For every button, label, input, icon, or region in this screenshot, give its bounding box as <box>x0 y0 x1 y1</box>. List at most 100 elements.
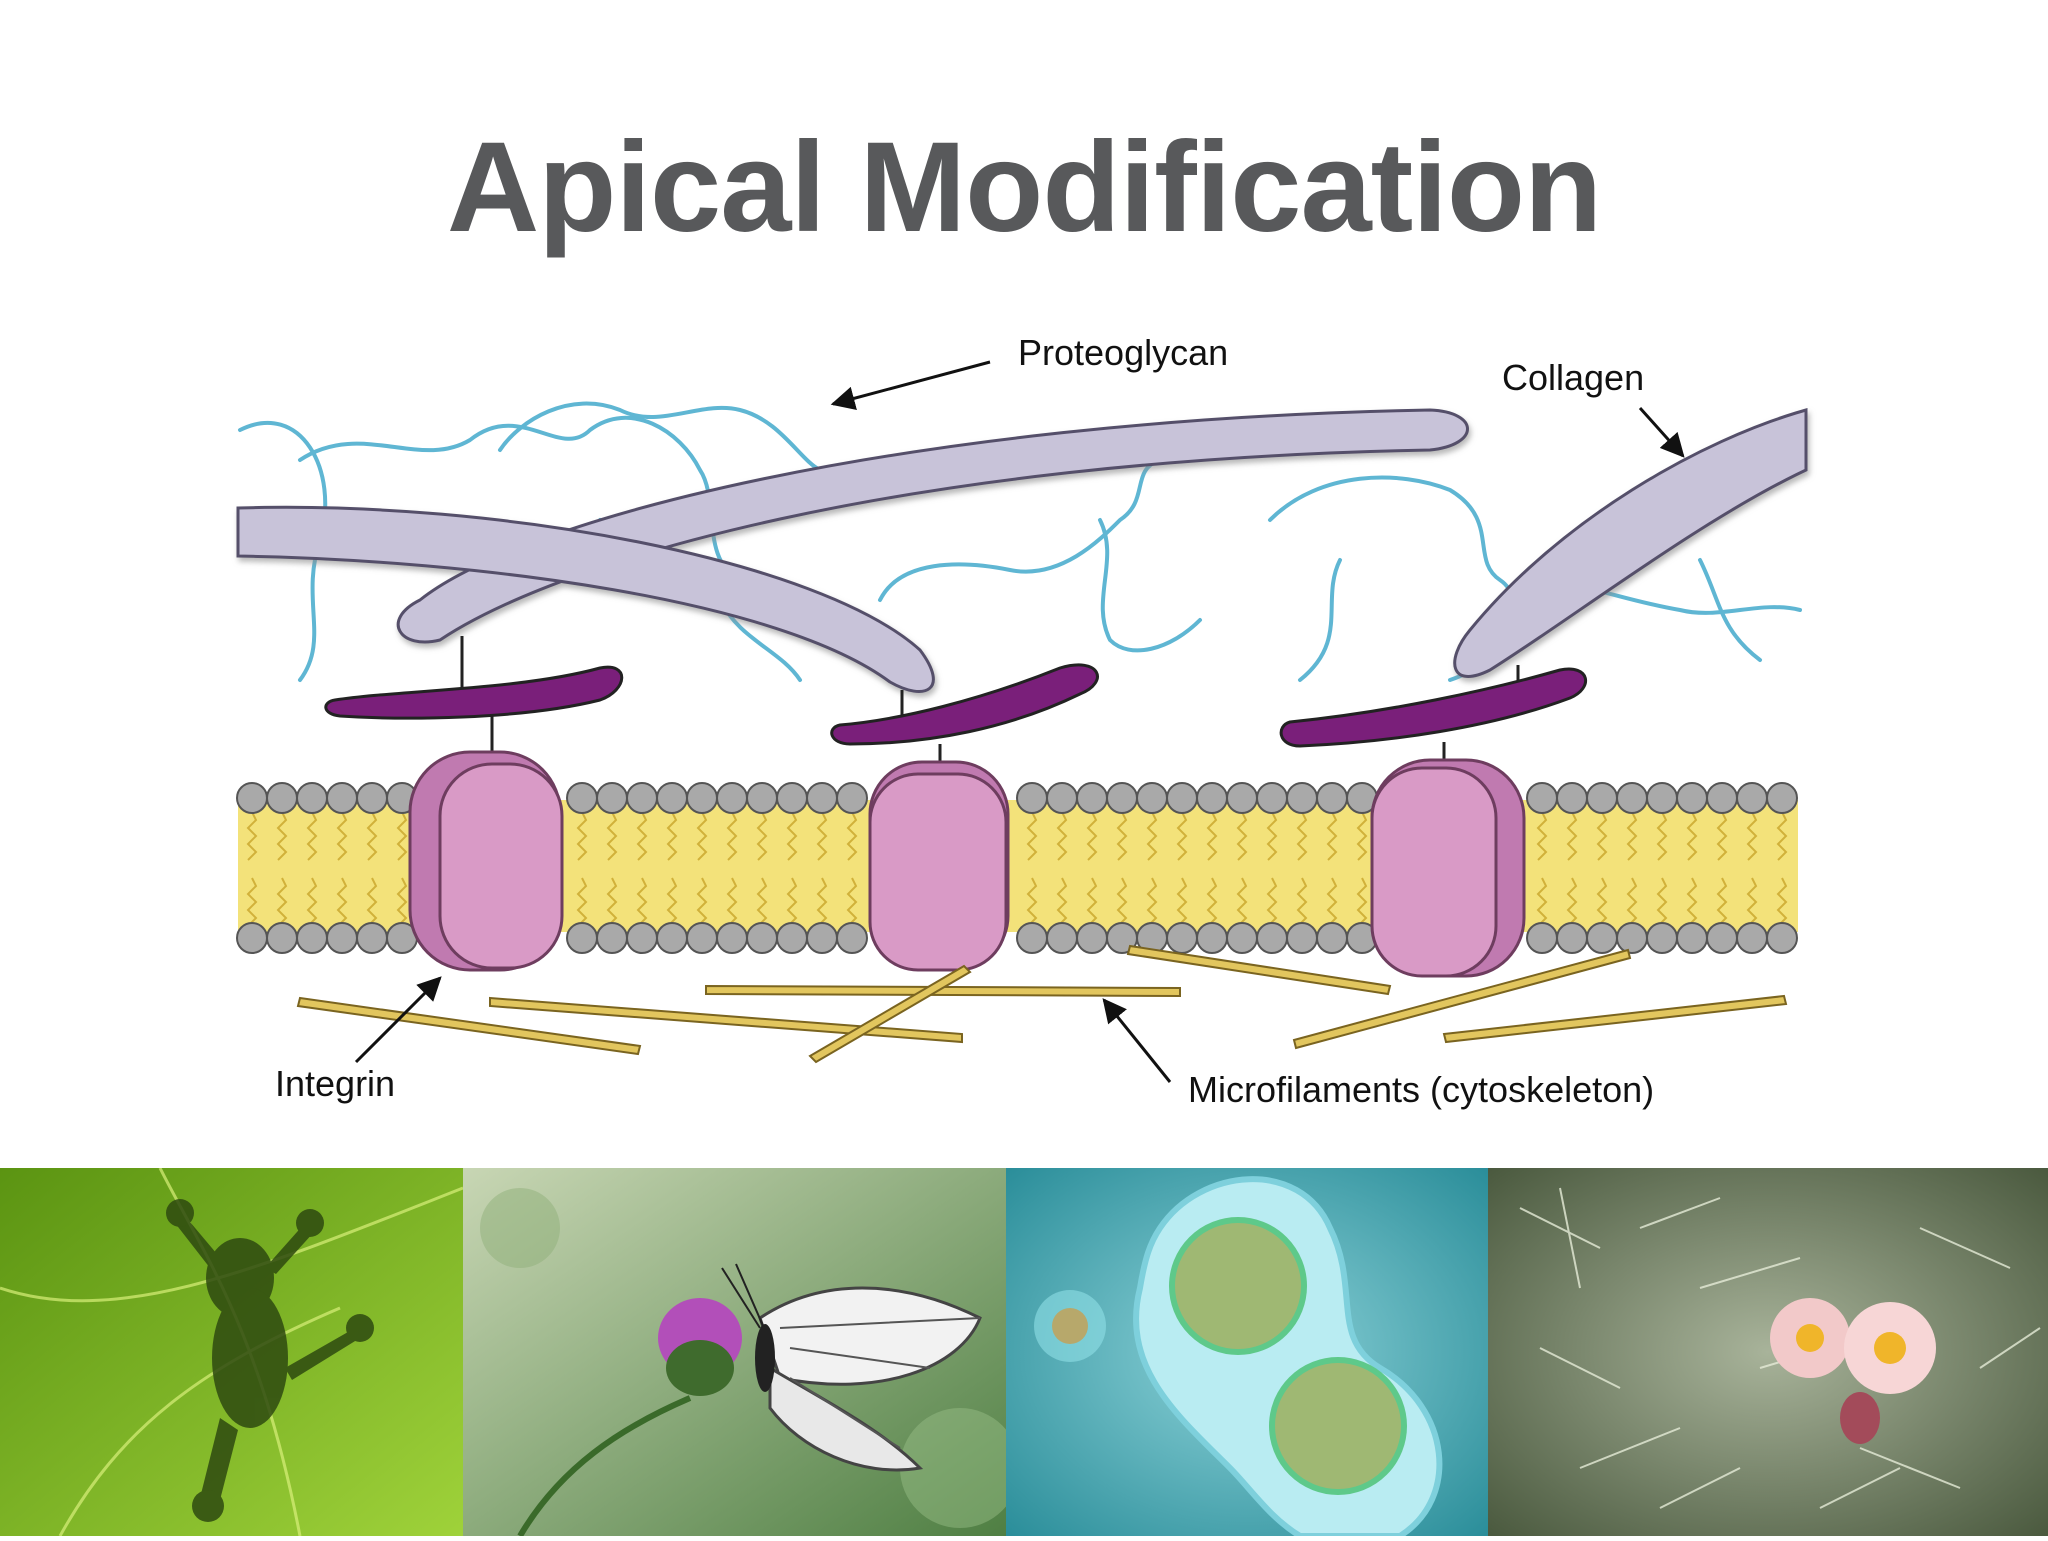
cell-membrane-diagram: Proteoglycan Collagen Integrin Microfila… <box>236 332 1808 1110</box>
lipid-tail <box>1656 811 1668 861</box>
lipid-head <box>656 922 688 954</box>
lipid-head <box>1556 922 1588 954</box>
lipid-head <box>1046 782 1078 814</box>
lipid-head <box>1706 782 1738 814</box>
lipid-tail <box>306 877 318 927</box>
lipid-tail <box>846 811 858 861</box>
lipid-head <box>1766 782 1798 814</box>
lipid-tail <box>696 877 708 927</box>
lipid-tail <box>1206 811 1218 861</box>
collagen-fibers <box>236 408 1808 693</box>
lipid-head <box>1076 782 1108 814</box>
lipid-tail <box>1776 877 1788 927</box>
lipid-head <box>1046 922 1078 954</box>
lipid-tail <box>606 811 618 861</box>
lipid-tail <box>786 877 798 927</box>
lipid-tail <box>1626 811 1638 861</box>
lipid-head <box>266 782 298 814</box>
arrow-proteoglycan <box>830 360 991 411</box>
fibronectin <box>324 665 624 720</box>
lipid-tail <box>1116 877 1128 927</box>
lipid-head <box>1586 782 1618 814</box>
lipid-head <box>326 922 358 954</box>
lipid-head <box>1286 922 1318 954</box>
lipid-tail <box>276 811 288 861</box>
lipid-head <box>1256 782 1288 814</box>
arrow-microfilaments <box>1102 998 1172 1083</box>
integrin-proteins <box>408 750 1526 978</box>
lipid-tail <box>1176 877 1188 927</box>
lipid-head <box>1586 922 1618 954</box>
lipid-head <box>1016 922 1048 954</box>
lipid-tail <box>576 877 588 927</box>
lipid-tail <box>606 877 618 927</box>
lipid-tail <box>1026 811 1038 861</box>
proteoglycan-strand <box>1698 558 1762 662</box>
purple-flower <box>658 1298 742 1396</box>
label-integrin: Integrin <box>275 1063 395 1104</box>
microfilament <box>1126 944 1392 996</box>
lipid-tail <box>846 877 858 927</box>
lipid-head <box>1616 922 1648 954</box>
integrin-protein <box>408 750 564 972</box>
proteoglycan-strand <box>1098 518 1202 653</box>
proteoglycan-strand <box>1298 558 1342 682</box>
lipid-tail <box>1326 877 1338 927</box>
lipid-head <box>776 782 808 814</box>
lipid-head <box>356 782 388 814</box>
lipid-head <box>1676 922 1708 954</box>
lipid-tail <box>1626 877 1638 927</box>
lipid-tail <box>1026 877 1038 927</box>
lipid-tail <box>816 811 828 861</box>
lipid-head <box>1616 782 1648 814</box>
lipid-tail <box>396 877 408 927</box>
lipid-head <box>296 782 328 814</box>
lipid-tail <box>246 877 258 927</box>
lipid-head <box>1766 922 1798 954</box>
proteoglycan-strand <box>498 401 822 472</box>
lipid-tail <box>1236 877 1248 927</box>
lipid-tail <box>1686 811 1698 861</box>
lipid-head <box>1736 782 1768 814</box>
lipid-head <box>746 782 778 814</box>
lipid-head <box>566 922 598 954</box>
label-arrows <box>354 360 1685 1083</box>
lipid-tail <box>786 811 798 861</box>
cactus-flower-photo <box>1488 1168 2048 1536</box>
lipid-tail <box>726 811 738 861</box>
cactus-flower <box>1770 1298 1936 1444</box>
label-collagen: Collagen <box>1502 357 1644 398</box>
lipid-tail <box>1566 811 1578 861</box>
lipid-tail <box>306 811 318 861</box>
label-proteoglycan: Proteoglycan <box>1018 332 1228 373</box>
lipid-tail <box>366 877 378 927</box>
lipid-tail <box>1266 811 1278 861</box>
lipid-tail <box>1566 877 1578 927</box>
lipid-head <box>1226 922 1258 954</box>
fibronectin-linkers <box>324 636 1588 762</box>
lipid-tail <box>366 811 378 861</box>
lipid-head <box>1196 782 1228 814</box>
lipid-tail <box>1326 811 1338 861</box>
lipid-tail <box>1146 877 1158 927</box>
cell-body <box>1133 1176 1443 1539</box>
lipid-head <box>746 922 778 954</box>
lipid-head <box>296 922 328 954</box>
lipid-head <box>236 922 268 954</box>
lipid-tail <box>1716 877 1728 927</box>
lipid-tail <box>1536 877 1548 927</box>
lipid-tail <box>1206 877 1218 927</box>
microfilament <box>705 984 1181 998</box>
arrow-collagen <box>1638 406 1685 458</box>
lipid-tail <box>666 811 678 861</box>
lipid-head <box>1736 922 1768 954</box>
lipid-head <box>1016 782 1048 814</box>
lipid-tail <box>246 811 258 861</box>
lipid-tail <box>276 877 288 927</box>
lipid-tail <box>1086 811 1098 861</box>
lipid-tail <box>1056 811 1068 861</box>
proteoglycan-strand <box>878 458 1162 602</box>
lipid-head <box>1256 922 1288 954</box>
lipid-head <box>1526 782 1558 814</box>
lipid-head <box>566 782 598 814</box>
